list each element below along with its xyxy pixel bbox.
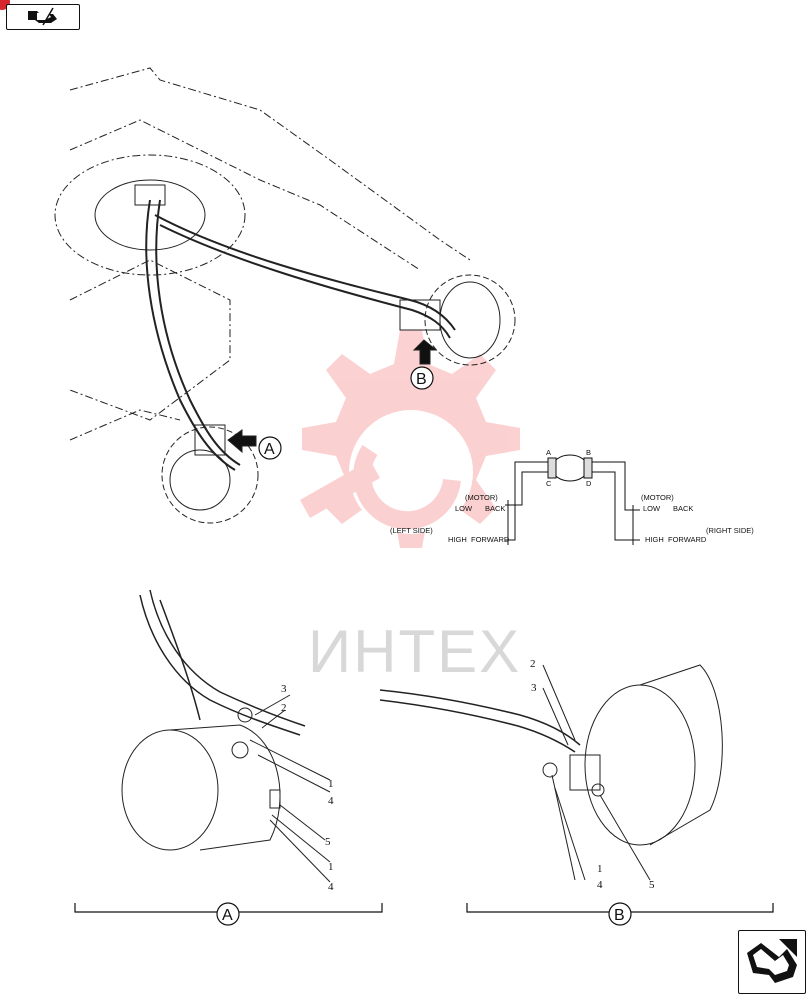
right-forward-label: FORWARD: [668, 535, 707, 544]
corner-marker: [0, 0, 10, 10]
detail-b-ref-3: 3: [531, 682, 537, 694]
detail-b-drawing: [379, 664, 723, 881]
port-c: C: [546, 479, 552, 488]
detail-a-ref-5: 5: [325, 836, 331, 848]
svg-text:B: B: [614, 907, 625, 924]
left-side-label: (LEFT SIDE): [390, 526, 433, 535]
callout-a: A: [258, 436, 282, 460]
watermark-text: ИНТЕХ: [308, 618, 521, 685]
svg-text:A: A: [264, 441, 275, 458]
detail-a-ref-1a: 1: [328, 778, 334, 790]
next-page-icon: [747, 939, 797, 983]
svg-text:A: A: [222, 907, 233, 924]
detail-b-ref-2: 2: [530, 658, 536, 670]
port-d: D: [586, 479, 592, 488]
watermark: [300, 330, 520, 548]
callout-b: B: [410, 366, 434, 390]
undercarriage-overview: [54, 67, 516, 524]
detail-a-ref-2: 2: [281, 702, 287, 714]
right-high-label: HIGH: [645, 535, 664, 544]
detail-b-label: B: [608, 902, 632, 926]
port-a: A: [546, 448, 551, 457]
detail-a-ref-3: 3: [281, 683, 287, 695]
detail-a-ref-4a: 4: [328, 795, 334, 807]
port-b: B: [586, 448, 591, 457]
detail-b-ref-5: 5: [649, 879, 655, 891]
left-high-label: HIGH: [448, 535, 467, 544]
detail-a-ref-1b: 1: [328, 861, 334, 873]
left-forward-label: FORWARD: [471, 535, 510, 544]
next-page-button[interactable]: [738, 930, 806, 994]
right-motor-label: (MOTOR): [641, 493, 674, 502]
left-back-label: BACK: [485, 504, 505, 513]
right-back-label: BACK: [673, 504, 693, 513]
prev-page-icon: [28, 7, 57, 26]
detail-b-ref-4: 4: [597, 879, 603, 891]
hydraulic-schematic: [505, 454, 640, 545]
detail-b-ref-1: 1: [597, 863, 603, 875]
svg-text:B: B: [416, 371, 427, 388]
detail-a-label: A: [216, 902, 240, 926]
previous-page-button[interactable]: [6, 4, 80, 30]
detail-a-ref-4b: 4: [328, 881, 334, 893]
left-motor-label: (MOTOR): [465, 493, 498, 502]
right-side-label: (RIGHT SIDE): [706, 526, 754, 535]
detail-a-drawing: [121, 589, 331, 883]
left-low-label: LOW: [455, 504, 473, 513]
right-low-label: LOW: [643, 504, 661, 513]
